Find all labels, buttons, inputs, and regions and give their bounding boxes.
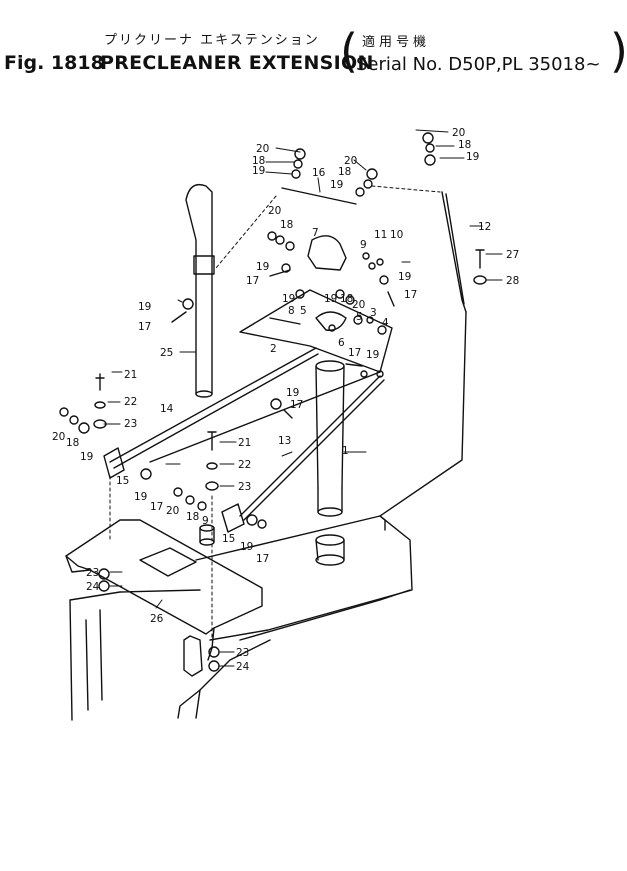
clamp-6 [315,311,347,331]
callout-28: 28 [506,275,519,287]
callout-17e: 17 [290,399,303,411]
callout-20g: 20 [166,505,179,517]
serial-label-japanese: 適用号機 [362,35,431,50]
callout-3: 3 [370,307,377,319]
rod-12-lower-guide [379,311,467,517]
callout-16: 16 [312,167,326,179]
callout-21b: 21 [238,437,251,449]
rod-12 [441,191,467,313]
callout-23c: 23 [86,567,99,579]
callout-1: 1 [342,445,349,457]
callout-9b: 9 [202,515,209,527]
bracket-plate [239,289,393,373]
rod-cross [149,371,381,463]
callout-17d: 17 [348,347,361,359]
callout-20f: 20 [52,431,65,443]
callout-10: 10 [390,229,403,241]
callout-18g: 18 [186,511,199,523]
bracket-15-right [221,503,245,533]
callout-18b: 18 [458,139,471,151]
callout-18d: 18 [280,219,293,231]
callout-15a: 15 [116,475,129,487]
rod-13 [239,375,385,521]
callout-25: 25 [160,347,173,359]
bracket-15-left [103,447,125,479]
callout-5b: 5 [356,311,363,323]
fastener-stack-bottom [98,568,220,672]
right-bracket: ) [610,24,627,78]
callout-18e: 18 [340,293,353,305]
callout-18f: 18 [66,437,79,449]
left-bracket: ( [340,24,358,78]
callout-7: 7 [312,227,319,239]
fastener-stack-center [140,431,267,529]
callout-17c: 17 [404,289,417,301]
callout-11: 11 [374,229,387,241]
callout-20d: 20 [268,205,281,217]
callout-20a: 20 [256,143,269,155]
callout-14: 14 [160,403,174,415]
pipe-25 [185,183,215,398]
callout-20e: 20 [352,299,365,311]
callout-19m: 19 [282,293,295,305]
callout-19k: 19 [134,491,147,503]
callout-17f: 17 [150,501,163,513]
callout-4: 4 [382,317,389,329]
serial-number: Serial No. D50P,PL 35018~ [356,54,601,75]
callout-27: 27 [506,249,519,261]
callout-19l: 19 [240,541,253,553]
callout-6: 6 [338,337,345,349]
callout-23d: 23 [236,647,249,659]
bracket-7 [307,235,347,271]
callout-19j: 19 [80,451,93,463]
callout-23b: 23 [238,481,251,493]
callout-12: 12 [478,221,491,233]
callout-2: 2 [270,343,277,355]
callout-15b: 15 [222,533,235,545]
callout-19i: 19 [286,387,299,399]
pipe-1 [315,360,345,566]
callout-19e: 19 [138,301,151,313]
callout-19a: 19 [252,165,265,177]
callout-5a: 5 [300,305,307,317]
fastener-stack-left [59,373,107,434]
radiator-guard [69,515,413,721]
callout-18c: 18 [338,166,351,178]
callout-19g: 19 [324,293,337,305]
callout-9a: 9 [360,239,367,251]
callout-21a: 21 [124,369,137,381]
callout-19c: 19 [330,179,343,191]
title-japanese: プリクリーナ エキステンション [104,33,320,48]
callout-18a: 18 [252,155,265,167]
figure-number: Fig. 1818 [4,52,104,74]
callout-labels: 1 2 3 4 5 5 6 7 8 9 9 10 11 12 13 14 15 … [52,127,519,673]
callout-17b: 17 [138,321,151,333]
callout-24b: 24 [236,661,250,673]
callout-22a: 22 [124,396,137,408]
callout-23a: 23 [124,418,137,430]
callout-17g: 17 [256,553,269,565]
callout-19d: 19 [256,261,269,273]
callout-19b: 19 [466,151,479,163]
bushing [199,527,215,543]
fastener-stack-right [291,132,487,285]
callout-17a: 17 [246,275,259,287]
callout-24a: 24 [86,581,100,593]
figure-title: PRECLEANER EXTENSION [100,52,374,74]
callout-22b: 22 [238,459,251,471]
callout-20b: 20 [452,127,465,139]
fastener-stack-top-center [171,231,395,419]
rod-14 [109,347,319,469]
rod-16 [281,187,357,205]
callout-20c: 20 [344,155,357,167]
callout-19f: 19 [398,271,411,283]
cover-26 [65,519,263,661]
callout-19h: 19 [366,349,379,361]
callout-26: 26 [150,613,164,625]
callout-13: 13 [278,435,291,447]
callout-8: 8 [288,305,295,317]
